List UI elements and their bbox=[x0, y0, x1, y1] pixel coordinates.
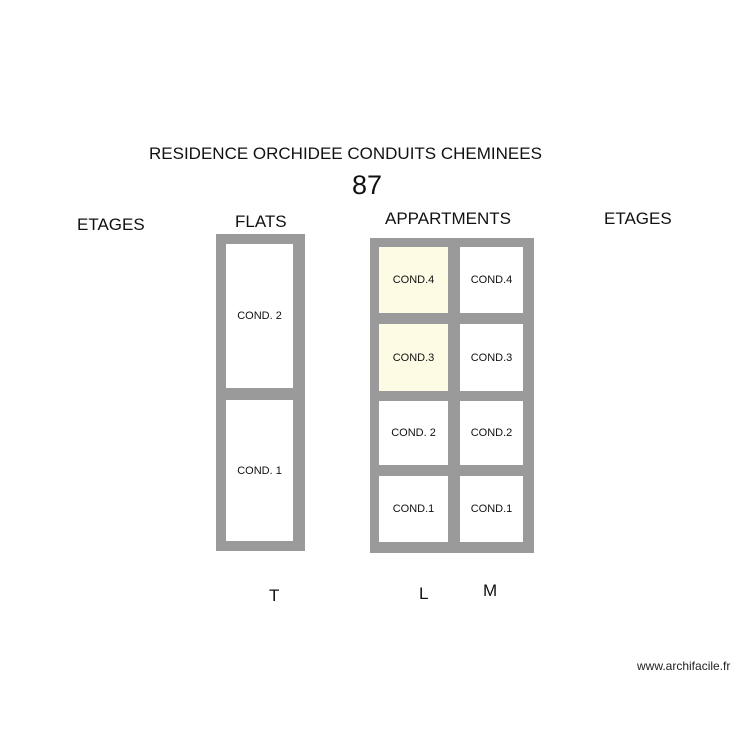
column-label-l: L bbox=[419, 584, 429, 603]
header-etages-left: ETAGES bbox=[77, 215, 145, 234]
appart-m-cond-2: COND.2 bbox=[460, 401, 523, 465]
appart-m-cond-4: COND.4 bbox=[460, 247, 523, 313]
header-etages-right: ETAGES bbox=[604, 209, 672, 228]
appart-m-cond-3: COND.3 bbox=[460, 324, 523, 391]
residence-number: 87 bbox=[352, 170, 383, 200]
flats-cond-1: COND. 1 bbox=[226, 400, 293, 541]
column-label-t: T bbox=[269, 586, 280, 605]
credit-watermark: www.archifacile.fr bbox=[637, 659, 731, 673]
appart-m-cond-1: COND.1 bbox=[460, 476, 523, 542]
header-appartments: APPARTMENTS bbox=[385, 209, 511, 228]
appart-l-cond-2: COND. 2 bbox=[379, 401, 448, 465]
appart-l-cond-1: COND.1 bbox=[379, 476, 448, 542]
diagram-title: RESIDENCE ORCHIDEE CONDUITS CHEMINEES bbox=[149, 144, 542, 163]
appart-l-cond-4: COND.4 bbox=[379, 247, 448, 313]
flats-cond-2: COND. 2 bbox=[226, 244, 293, 388]
flats-frame: COND. 2 COND. 1 bbox=[216, 234, 305, 551]
appart-l-cond-3: COND.3 bbox=[379, 324, 448, 391]
header-flats: FLATS bbox=[235, 212, 287, 231]
appartments-frame: COND.4 COND.4 COND.3 COND.3 COND. 2 COND… bbox=[370, 238, 534, 553]
column-label-m: M bbox=[483, 581, 498, 600]
